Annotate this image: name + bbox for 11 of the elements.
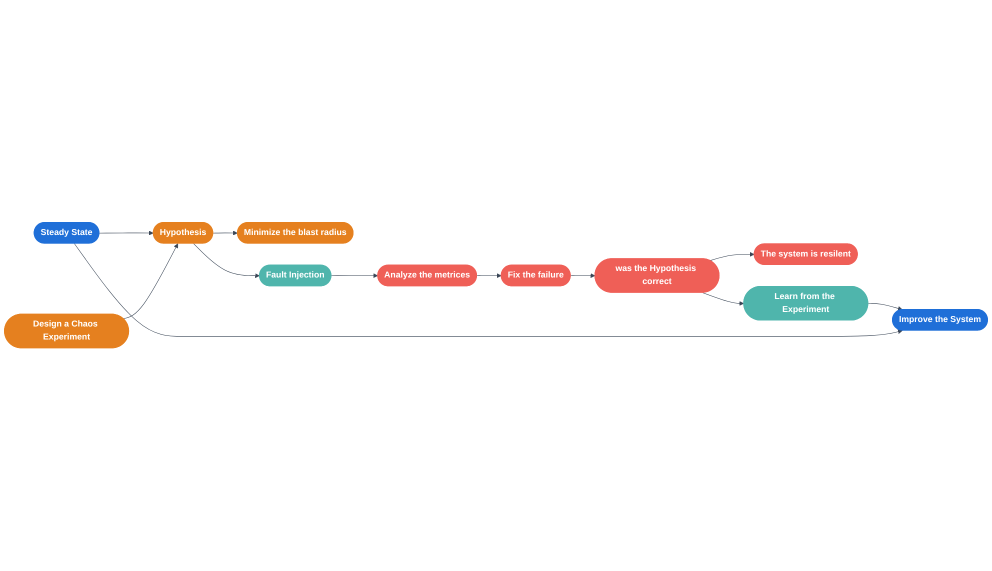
arrow	[710, 252, 754, 262]
arrow	[74, 244, 903, 338]
arrow	[570, 274, 596, 278]
arrow	[99, 230, 154, 236]
arrow	[476, 274, 502, 278]
arrow	[123, 244, 178, 320]
arrow	[868, 304, 903, 312]
arrow	[212, 230, 238, 236]
arrow	[331, 274, 378, 278]
arrow	[193, 244, 260, 278]
arrow	[702, 292, 744, 306]
